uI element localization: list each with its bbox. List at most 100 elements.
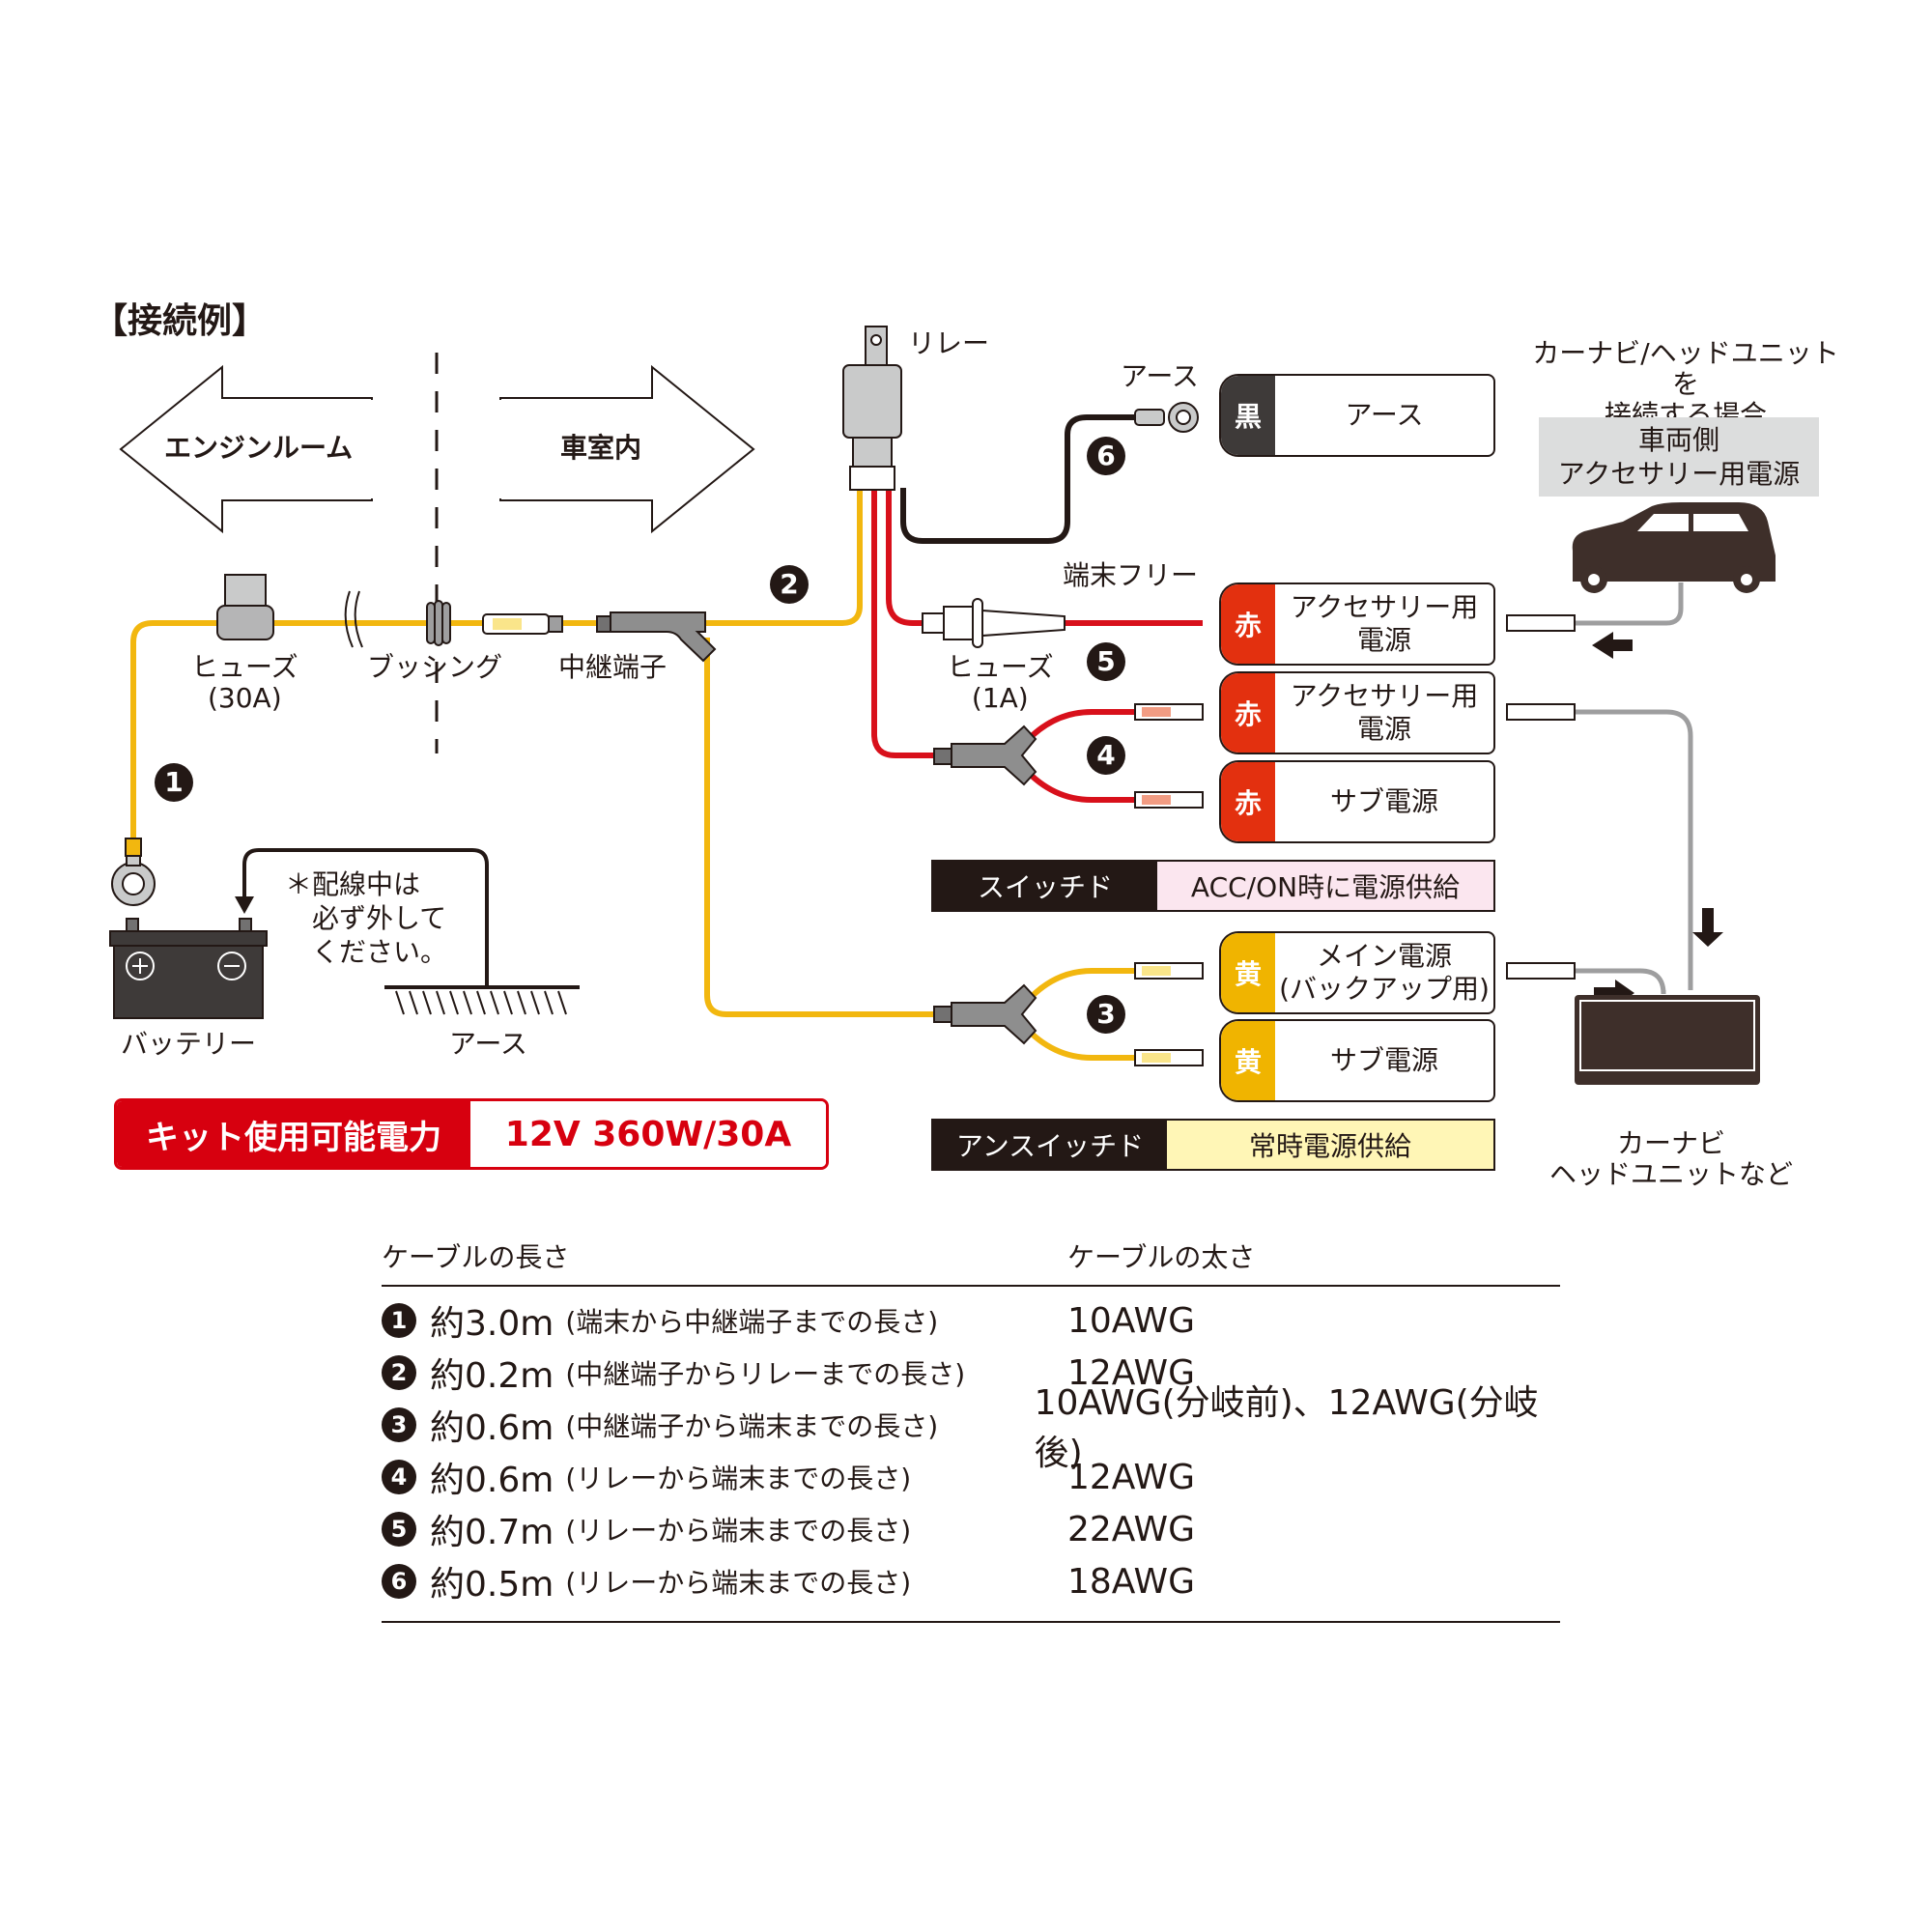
table-row: 1 約3.0m (端末から中継端子までの長さ) 10AWG bbox=[382, 1294, 1560, 1347]
destination-accessory-power: 赤 アクセサリー用 電源 bbox=[1219, 671, 1495, 754]
cable-3-yellow bbox=[704, 638, 942, 1017]
cable-length-description: (中継端子からリレーまでの長さ) bbox=[565, 1358, 966, 1390]
table-row: 2 約0.2m (中継端子からリレーまでの長さ) 12AWG bbox=[382, 1347, 1560, 1399]
cable-3-branch-bottom bbox=[1021, 1023, 1140, 1061]
cable-length: 約0.2m bbox=[430, 1356, 554, 1396]
disconnect-note: ＊配線中は 必ず外して ください。 bbox=[285, 868, 448, 968]
cable-length: 約0.6m bbox=[430, 1461, 554, 1500]
cable-number-badge: 4 bbox=[382, 1460, 416, 1494]
length-cell: 1 約3.0m (端末から中継端子までの長さ) bbox=[382, 1295, 1067, 1346]
cable-number-badge: 6 bbox=[382, 1564, 416, 1599]
destination-label: サブ電源 bbox=[1329, 1044, 1438, 1077]
page-title: 【接続例】 bbox=[93, 301, 268, 341]
destination-label: アース bbox=[1345, 399, 1424, 432]
male-terminal-navi-top-icon bbox=[1506, 703, 1576, 721]
relay-label: リレー bbox=[908, 327, 990, 359]
mode-key: アンスイッチド bbox=[933, 1121, 1167, 1169]
cable-length-description: (中継端子から端末までの長さ) bbox=[565, 1410, 939, 1442]
cable-number-badge: 2 bbox=[382, 1355, 416, 1390]
destination-sub-power-yellow: 黄 サブ電源 bbox=[1219, 1019, 1495, 1102]
destination-main-power: 黄 メイン電源 (バックアップ用) bbox=[1219, 931, 1495, 1014]
navi-heading: カーナビ/ヘッドユニットを 接続する場合 bbox=[1532, 337, 1839, 432]
cable-6-black bbox=[900, 414, 1140, 544]
color-swatch: 赤 bbox=[1221, 584, 1275, 664]
cable-length-description: (端末から中継端子までの長さ) bbox=[565, 1306, 939, 1338]
arrow-left-engine-room bbox=[119, 364, 373, 534]
cable-badge-4: 4 bbox=[1087, 736, 1125, 775]
cable-gauge: 10AWG(分岐前)、12AWG(分岐後) bbox=[1034, 1383, 1539, 1473]
vehicle-accessory-source: 車両側 アクセサリー用電源 bbox=[1539, 417, 1819, 497]
fuse-1a-label: ヒューズ (1A) bbox=[947, 651, 1054, 715]
cable-4-branch-top bbox=[1021, 709, 1140, 747]
arrow-right-open-end bbox=[497, 400, 502, 498]
cable-badge-2: 2 bbox=[770, 565, 809, 604]
cable-length: 約3.0m bbox=[430, 1304, 554, 1344]
power-rating-key: キット使用可能電力 bbox=[117, 1101, 470, 1167]
mode-value: 常時電源供給 bbox=[1167, 1121, 1493, 1169]
table-body: 1 約3.0m (端末から中継端子までの長さ) 10AWG 2 約0.2m (中継端子からリ… bbox=[382, 1294, 1560, 1607]
color-swatch: 黄 bbox=[1221, 933, 1275, 1012]
cable-3-branch-top bbox=[1021, 968, 1140, 1007]
ground-symbol-icon bbox=[384, 985, 580, 1015]
terminal-free-label: 端末フリー bbox=[1063, 559, 1199, 591]
destination-earth: 黒 アース bbox=[1219, 374, 1495, 457]
arrow-down-icon bbox=[1692, 908, 1723, 947]
destination-sub-power-red: 赤 サブ電源 bbox=[1219, 760, 1495, 843]
cable-length: 約0.5m bbox=[430, 1565, 554, 1605]
car-icon bbox=[1572, 502, 1776, 593]
cable-2-yellow bbox=[700, 488, 863, 626]
cable-navi-accessory-gray bbox=[1575, 709, 1693, 990]
fuse-30a-label: ヒューズ (30A) bbox=[191, 651, 298, 715]
power-rating: キット使用可能電力 12V 360W/30A bbox=[114, 1098, 829, 1170]
battery-icon bbox=[109, 918, 268, 1019]
cable-car-accessory-gray bbox=[1575, 582, 1684, 626]
relay-terminal-label: 中継端子 bbox=[558, 651, 668, 683]
earth-terminal-label: アース bbox=[1121, 360, 1199, 392]
y-splitter-red-icon bbox=[933, 724, 1037, 786]
cable-gauge: 12AWG bbox=[1067, 1352, 1195, 1393]
length-cell: 2 約0.2m (中継端子からリレーまでの長さ) bbox=[382, 1348, 1067, 1398]
cable-number-badge: 3 bbox=[382, 1407, 416, 1442]
cable-number-badge: 1 bbox=[382, 1303, 416, 1338]
cable-navi-backup-gray bbox=[1575, 968, 1666, 995]
header-gauge: ケーブルの太さ bbox=[1067, 1241, 1256, 1273]
cable-gauge: 18AWG bbox=[1067, 1561, 1195, 1602]
color-swatch: 赤 bbox=[1221, 762, 1275, 841]
navi-device-label: カーナビ ヘッドユニットなど bbox=[1548, 1127, 1793, 1191]
cable-length: 約0.6m bbox=[430, 1408, 554, 1448]
destination-accessory-power-free: 赤 アクセサリー用 電源 bbox=[1219, 582, 1495, 666]
zone-label-engine-room: エンジンルーム bbox=[164, 432, 354, 464]
fuse-30a-icon bbox=[216, 574, 274, 640]
destination-label: サブ電源 bbox=[1329, 785, 1438, 818]
terminal-red-bottom-icon bbox=[1134, 791, 1204, 809]
cable-badge-1: 1 bbox=[155, 763, 193, 802]
terminal-yellow-top-icon bbox=[1134, 962, 1204, 980]
disconnect-arrowhead bbox=[235, 896, 254, 914]
mode-value: ACC/ON時に電源供給 bbox=[1157, 862, 1493, 910]
cable-1-yellow bbox=[130, 620, 700, 840]
mode-unswitched: アンスイッチド 常時電源供給 bbox=[931, 1119, 1495, 1171]
disconnect-arrow bbox=[242, 848, 489, 985]
bushing-icon bbox=[426, 600, 451, 646]
male-terminal-navi-bottom-icon bbox=[1506, 962, 1576, 980]
color-swatch: 黄 bbox=[1221, 1021, 1275, 1100]
relay-terminal-block-icon bbox=[596, 611, 717, 663]
cable-gauge: 10AWG bbox=[1067, 1300, 1195, 1341]
color-swatch: 赤 bbox=[1221, 673, 1275, 753]
table-row: 3 約0.6m (中継端子から端末までの長さ) 10AWG(分岐前)、12AWG(分岐… bbox=[382, 1383, 1560, 1473]
inline-connector-icon bbox=[482, 613, 563, 635]
cable-length-description: (リレーから端末までの長さ) bbox=[565, 1515, 912, 1547]
table-bottom-rule bbox=[382, 1621, 1560, 1623]
male-terminal-car-icon bbox=[1506, 614, 1576, 632]
ring-terminal-earth-icon bbox=[1134, 402, 1199, 433]
arrow-left-open-end bbox=[370, 400, 376, 498]
cable-badge-6: 6 bbox=[1087, 437, 1125, 475]
car-navi-icon bbox=[1575, 995, 1760, 1085]
